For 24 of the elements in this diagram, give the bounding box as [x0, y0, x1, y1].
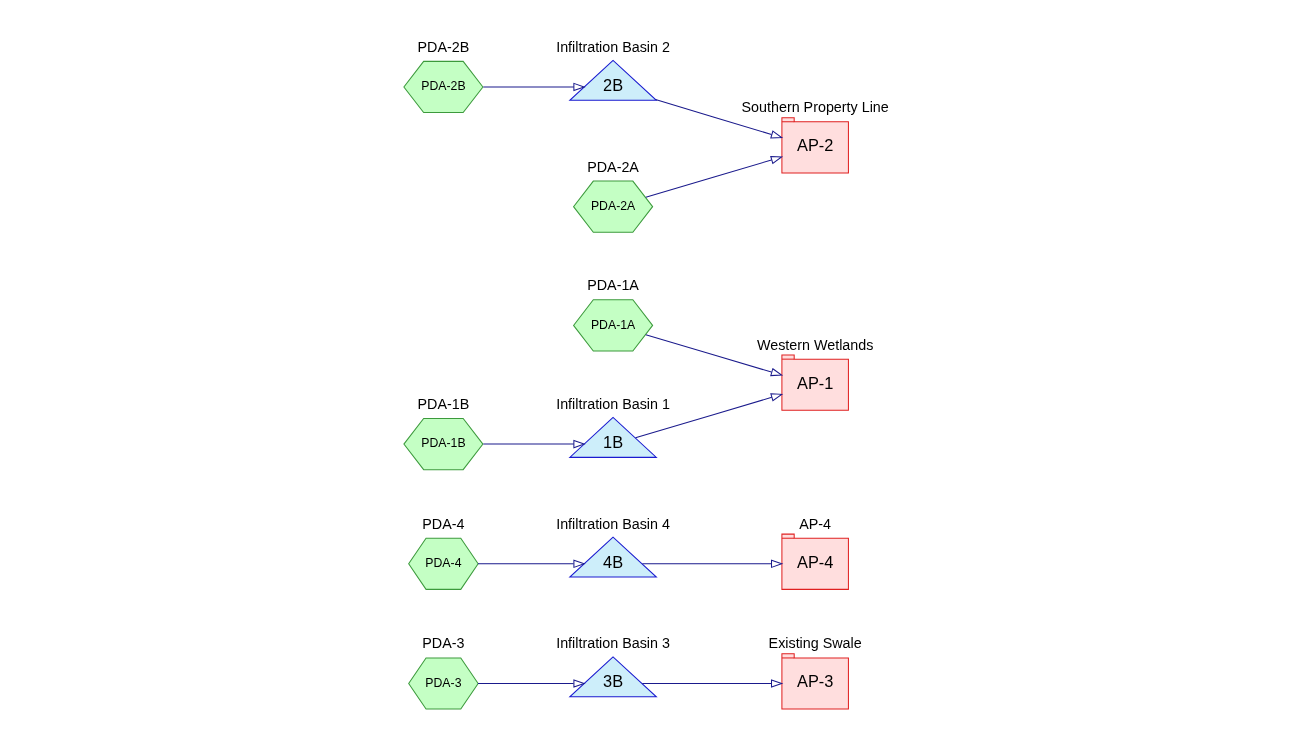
arrow — [645, 334, 784, 377]
arrow — [645, 155, 784, 198]
arrow — [477, 679, 586, 688]
node-label: Infiltration Basin 4 — [556, 515, 670, 532]
node-label: PDA-2A — [587, 158, 639, 175]
arrow — [477, 559, 586, 569]
arrow — [641, 559, 784, 569]
node-label: Infiltration Basin 1 — [556, 395, 670, 412]
arrow — [635, 393, 784, 439]
node-label: Infiltration Basin 2 — [556, 38, 670, 55]
node-label: Existing Swale — [768, 635, 862, 652]
arrow — [641, 679, 784, 688]
arrow — [655, 98, 784, 139]
node-label: Infiltration Basin 3 — [556, 635, 670, 652]
node-label: Southern Property Line — [741, 99, 889, 116]
node-label: PDA-1A — [587, 277, 639, 294]
node-label: Western Wetlands — [756, 336, 874, 353]
node-label: AP-4 — [799, 515, 832, 532]
node-label: PDA-2B — [417, 38, 470, 55]
arrow — [482, 439, 586, 449]
node-label: PDA-4 — [422, 515, 465, 532]
arrow — [482, 82, 586, 92]
node-label: PDA-3 — [422, 635, 465, 652]
node-label: PDA-1B — [417, 395, 470, 412]
